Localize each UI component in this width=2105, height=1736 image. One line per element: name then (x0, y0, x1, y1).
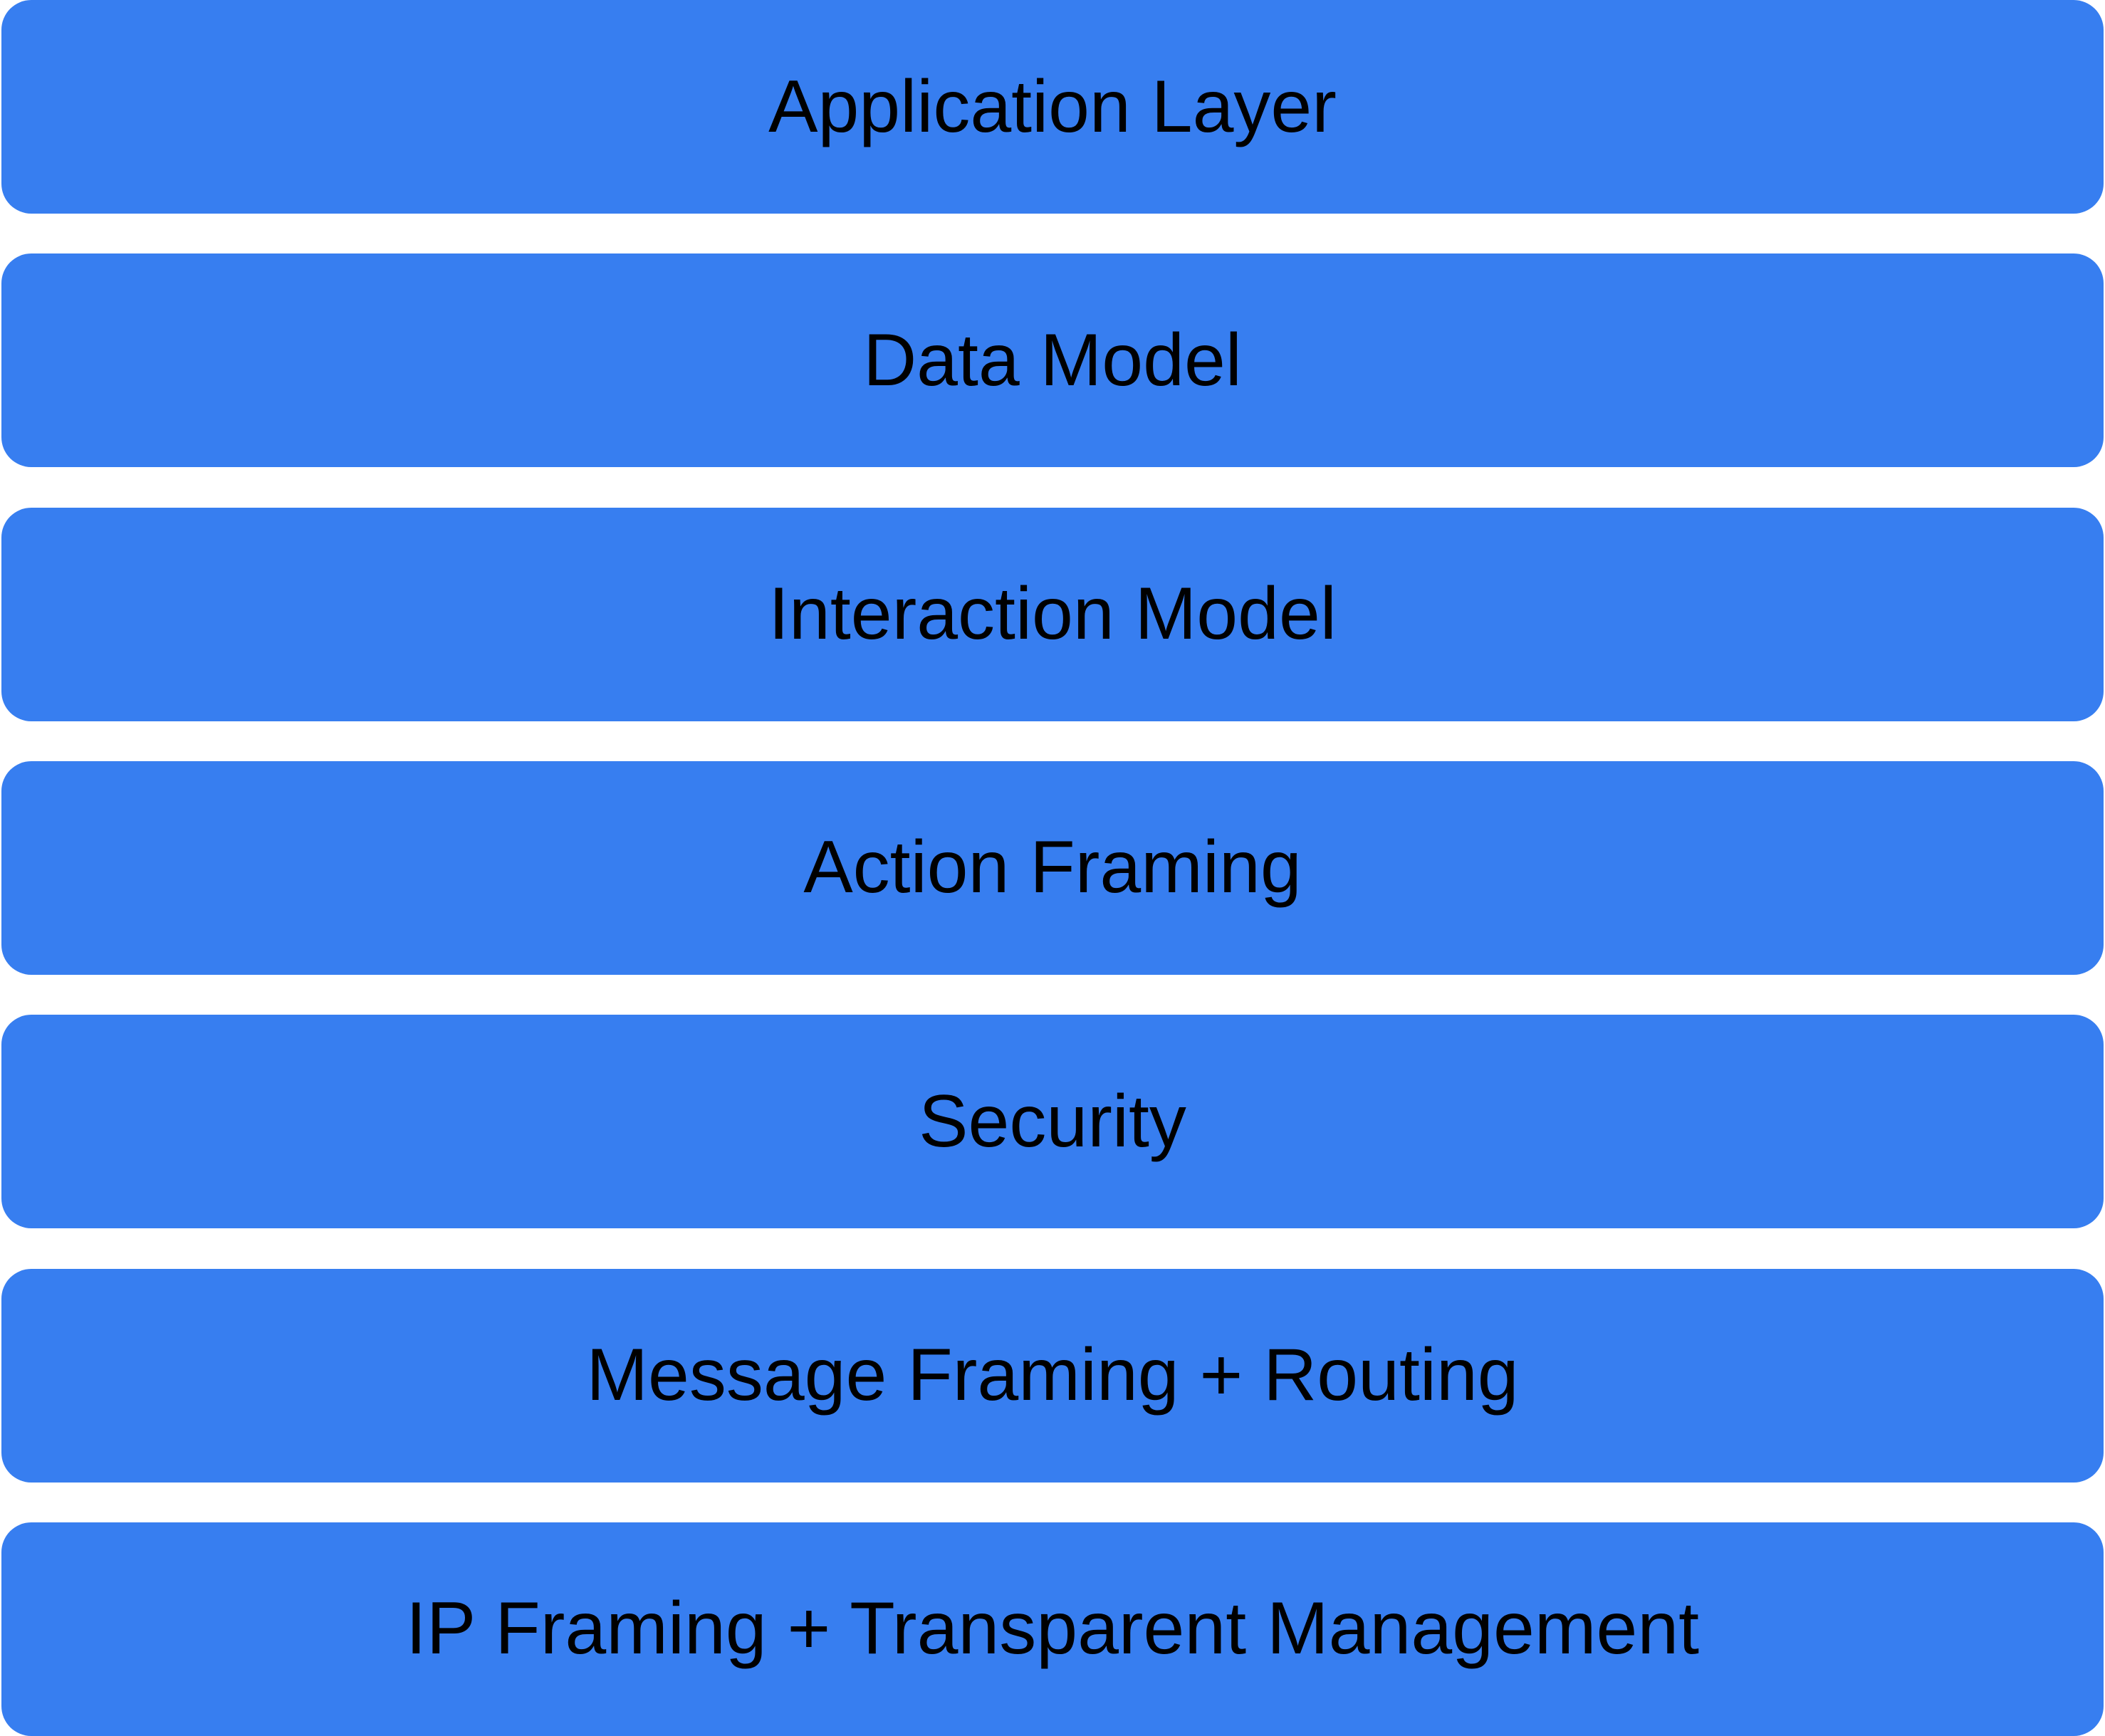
layer-block-application-layer: Application Layer (1, 0, 2104, 214)
layer-label: Application Layer (768, 65, 1337, 148)
layer-label: Data Model (863, 318, 1242, 402)
layer-label: Security (919, 1079, 1186, 1163)
layer-label: Interaction Model (768, 572, 1337, 656)
layer-block-security: Security (1, 1015, 2104, 1229)
layer-label: IP Framing + Transparent Management (405, 1587, 1700, 1670)
layer-label: Action Framing (803, 826, 1302, 909)
layer-block-data-model: Data Model (1, 253, 2104, 468)
layer-label: Message Framing + Routing (586, 1334, 1519, 1417)
layer-block-ip-framing-transparent-management: IP Framing + Transparent Management (1, 1522, 2104, 1736)
layer-block-message-framing-routing: Message Framing + Routing (1, 1268, 2104, 1483)
layer-block-action-framing: Action Framing (1, 760, 2104, 975)
layer-block-interaction-model: Interaction Model (1, 507, 2104, 721)
